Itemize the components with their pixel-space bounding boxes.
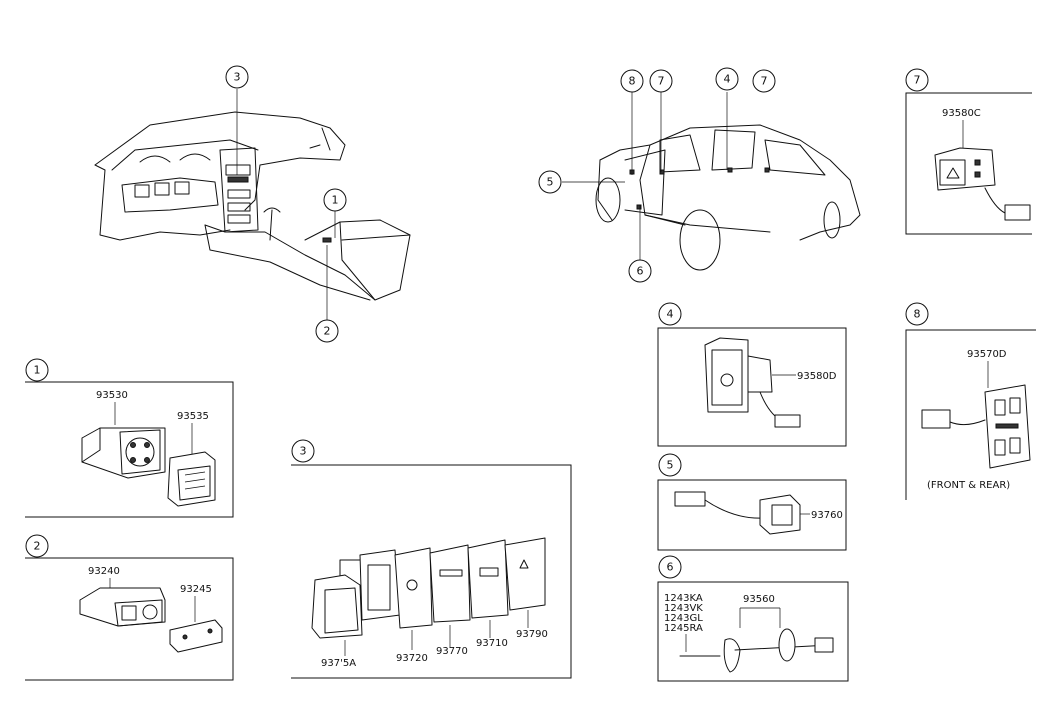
svg-text:7: 7 [658,75,665,88]
callout-7-car-b: 7 [752,69,776,93]
panel-3: 3 937'5A 93720 93770 93710 93790 [291,439,572,679]
callout-2-dash: 2 [315,319,339,343]
svg-text:1243VK: 1243VK [664,603,703,614]
car-illustration [595,124,861,271]
svg-text:6: 6 [667,561,674,574]
switch-93560 [679,628,834,673]
svg-text:1245RA: 1245RA [664,623,703,634]
panel-2: 2 93240 93245 [25,534,234,681]
svg-text:93760: 93760 [811,510,843,521]
svg-text:5: 5 [667,459,674,472]
svg-text:93770: 93770 [436,646,468,657]
panel-4: 4 93580D [657,302,847,447]
svg-text:7: 7 [761,75,768,88]
switch-93580D [704,337,801,428]
svg-text:3: 3 [234,71,241,84]
svg-text:93530: 93530 [96,390,128,401]
svg-text:6: 6 [637,265,644,278]
svg-text:5: 5 [547,176,554,189]
callout-7-car-a: 7 [649,69,673,93]
callout-8-car: 8 [620,69,644,93]
panel-5: 5 93760 [657,453,847,551]
cover-93535 [167,451,216,507]
callout-4-car: 4 [715,67,739,91]
switch-93580C [934,147,1031,221]
svg-text:4: 4 [667,308,674,321]
svg-text:93790: 93790 [516,629,548,640]
svg-text:3: 3 [300,445,307,458]
callout-6-car: 6 [628,259,652,283]
switch-group-3 [311,537,546,639]
svg-text:1: 1 [332,194,339,207]
callout-5-car: 5 [538,170,562,194]
svg-text:93720: 93720 [396,653,428,664]
panel-8: 8 93570D (FRONT & REAR) [905,302,1036,500]
switch-93530 [81,427,166,479]
cover-93245 [169,619,223,653]
svg-text:93240: 93240 [88,566,120,577]
svg-text:93580D: 93580D [797,371,837,382]
svg-text:93535: 93535 [177,411,209,422]
svg-text:2: 2 [324,325,331,338]
svg-text:8: 8 [914,308,921,321]
panel-6: 6 1243KA 1243VK 1243GL 1245RA 93560 [657,555,849,682]
panel-7: 7 93580C [905,68,1032,235]
svg-text:7: 7 [914,74,921,87]
switch-93570D [921,384,1031,469]
svg-text:1: 1 [34,364,41,377]
callout-1-dash: 1 [323,188,347,212]
svg-text:2: 2 [34,540,41,553]
svg-text:937'5A: 937'5A [321,658,356,669]
svg-text:1243KA: 1243KA [664,593,703,604]
svg-text:(FRONT & REAR): (FRONT & REAR) [927,480,1010,491]
panel-1: 1 93530 93535 [25,358,234,518]
svg-text:93245: 93245 [180,584,212,595]
svg-text:93710: 93710 [476,638,508,649]
dashboard-illustration [94,111,411,301]
callout-3-dash: 3 [225,65,249,89]
svg-text:1243GL: 1243GL [664,613,703,624]
svg-text:93560: 93560 [743,594,775,605]
svg-text:8: 8 [629,75,636,88]
svg-text:93570D: 93570D [967,349,1007,360]
svg-text:93580C: 93580C [942,108,981,119]
switch-93760 [674,491,801,535]
svg-text:4: 4 [724,73,731,86]
switch-93240 [79,587,166,627]
